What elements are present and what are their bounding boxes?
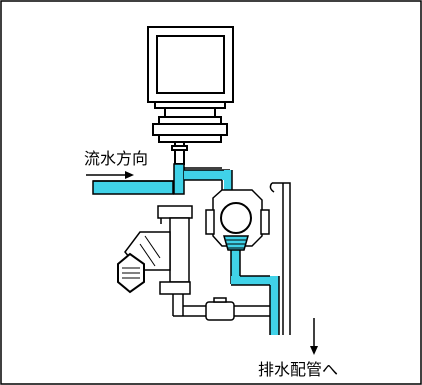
- controller-monitor: [147, 26, 234, 118]
- actuator-diaphragm: [152, 116, 228, 165]
- inlet-pipe: [92, 167, 222, 195]
- bypass-valve: [205, 297, 235, 321]
- check-valve: [205, 189, 270, 251]
- strainer-cap: [117, 252, 145, 294]
- drain-direction-arrow: [310, 318, 318, 355]
- flow-direction-label: 流水方向: [84, 149, 148, 168]
- drain-riser-pipe: [269, 182, 291, 335]
- flow-direction-arrow: [86, 171, 134, 179]
- drain-pipe-label: 排水配管へ: [258, 360, 338, 379]
